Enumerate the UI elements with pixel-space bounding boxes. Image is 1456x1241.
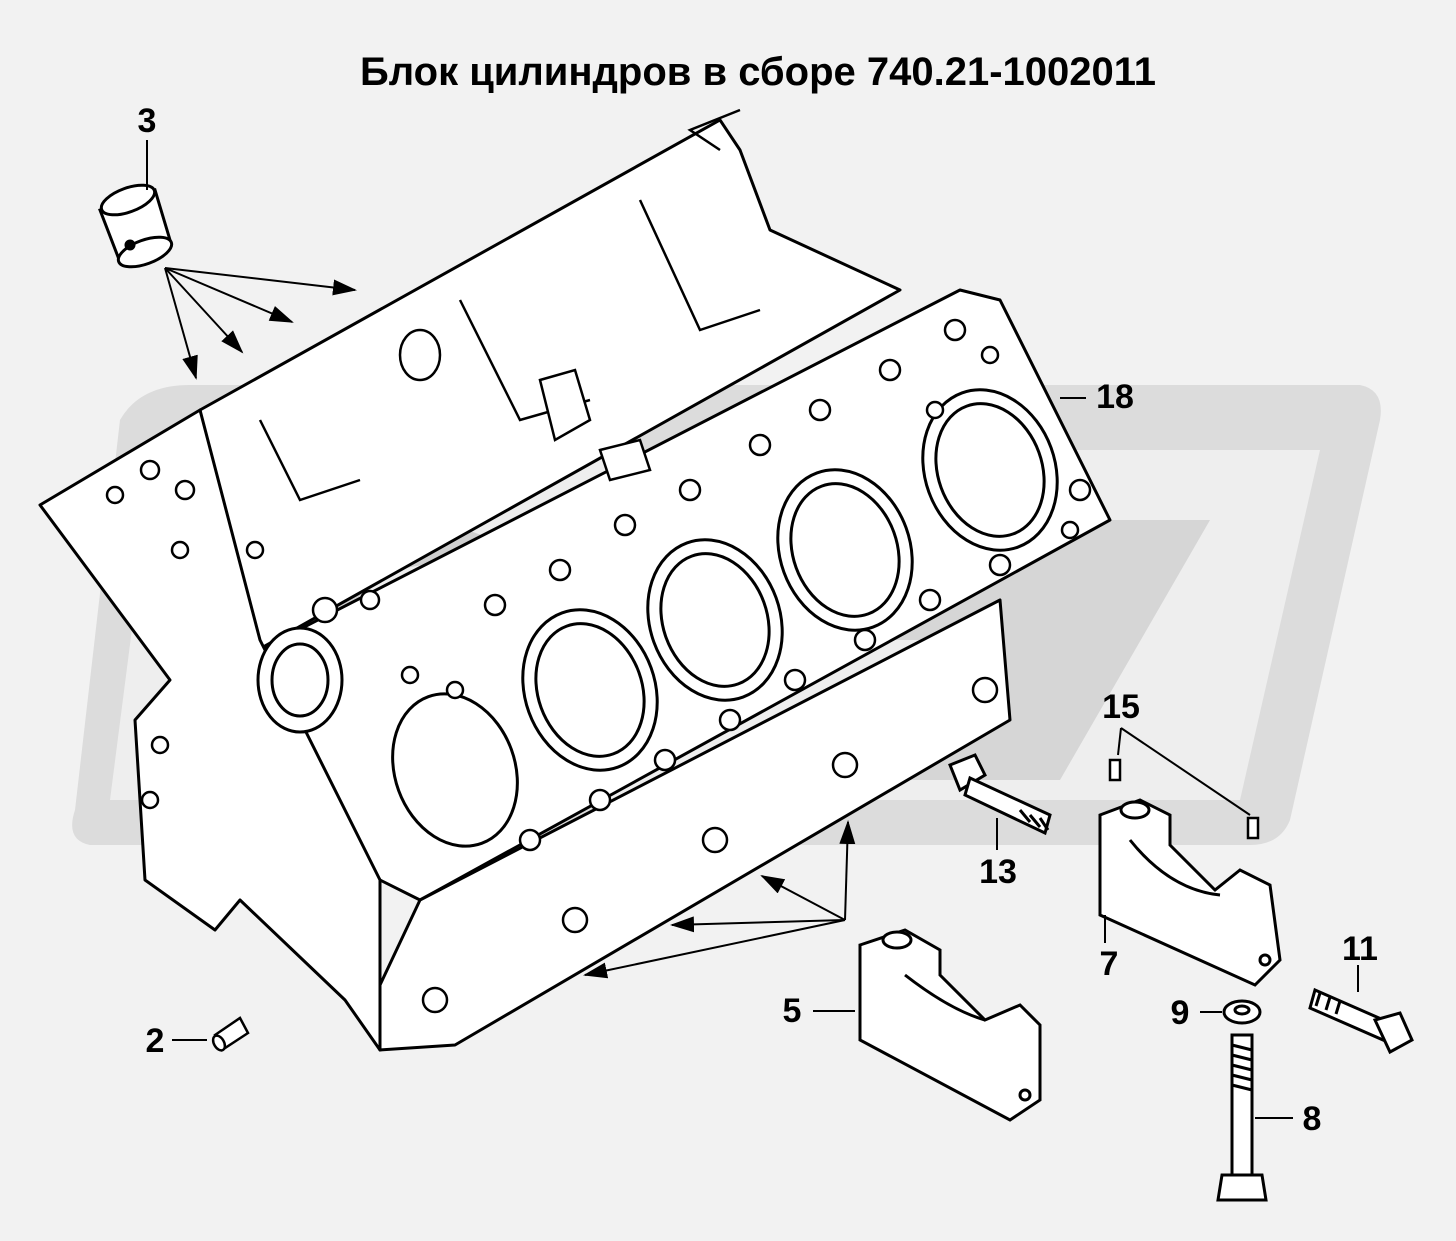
part-3-bushing [98,183,174,269]
callout-15: 15 [1102,688,1140,726]
callout-2: 2 [146,1022,165,1060]
deck-holes [105,318,1092,1014]
callout-7: 7 [1100,945,1119,983]
page-title: Блок цилиндров в сборе 740.21-1002011 [360,50,1157,94]
leader-lines [146,140,1359,1119]
callout-9: 9 [1171,994,1190,1032]
callout-13: 13 [979,853,1017,891]
callout-8: 8 [1303,1100,1322,1138]
part-8-stud [1216,1033,1268,1202]
part-5-bearing-cap [858,928,1042,1122]
callout-5: 5 [783,992,802,1030]
part-11-bolt [1308,987,1414,1055]
part-7-bearing-cap [1098,798,1282,987]
cylinder-bores [256,388,1059,848]
crankcase-interior [258,108,761,502]
callout-18: 18 [1096,378,1134,416]
callout-11: 11 [1342,930,1378,968]
callout-labels: 3 18 15 13 7 11 9 8 5 2 [138,102,1378,1138]
callout-3: 3 [138,102,157,140]
part-2-pin [211,1016,250,1052]
part-9-washer [1222,999,1262,1025]
part-15-dowels [1108,758,1260,840]
part-13-bolt [948,753,1052,836]
